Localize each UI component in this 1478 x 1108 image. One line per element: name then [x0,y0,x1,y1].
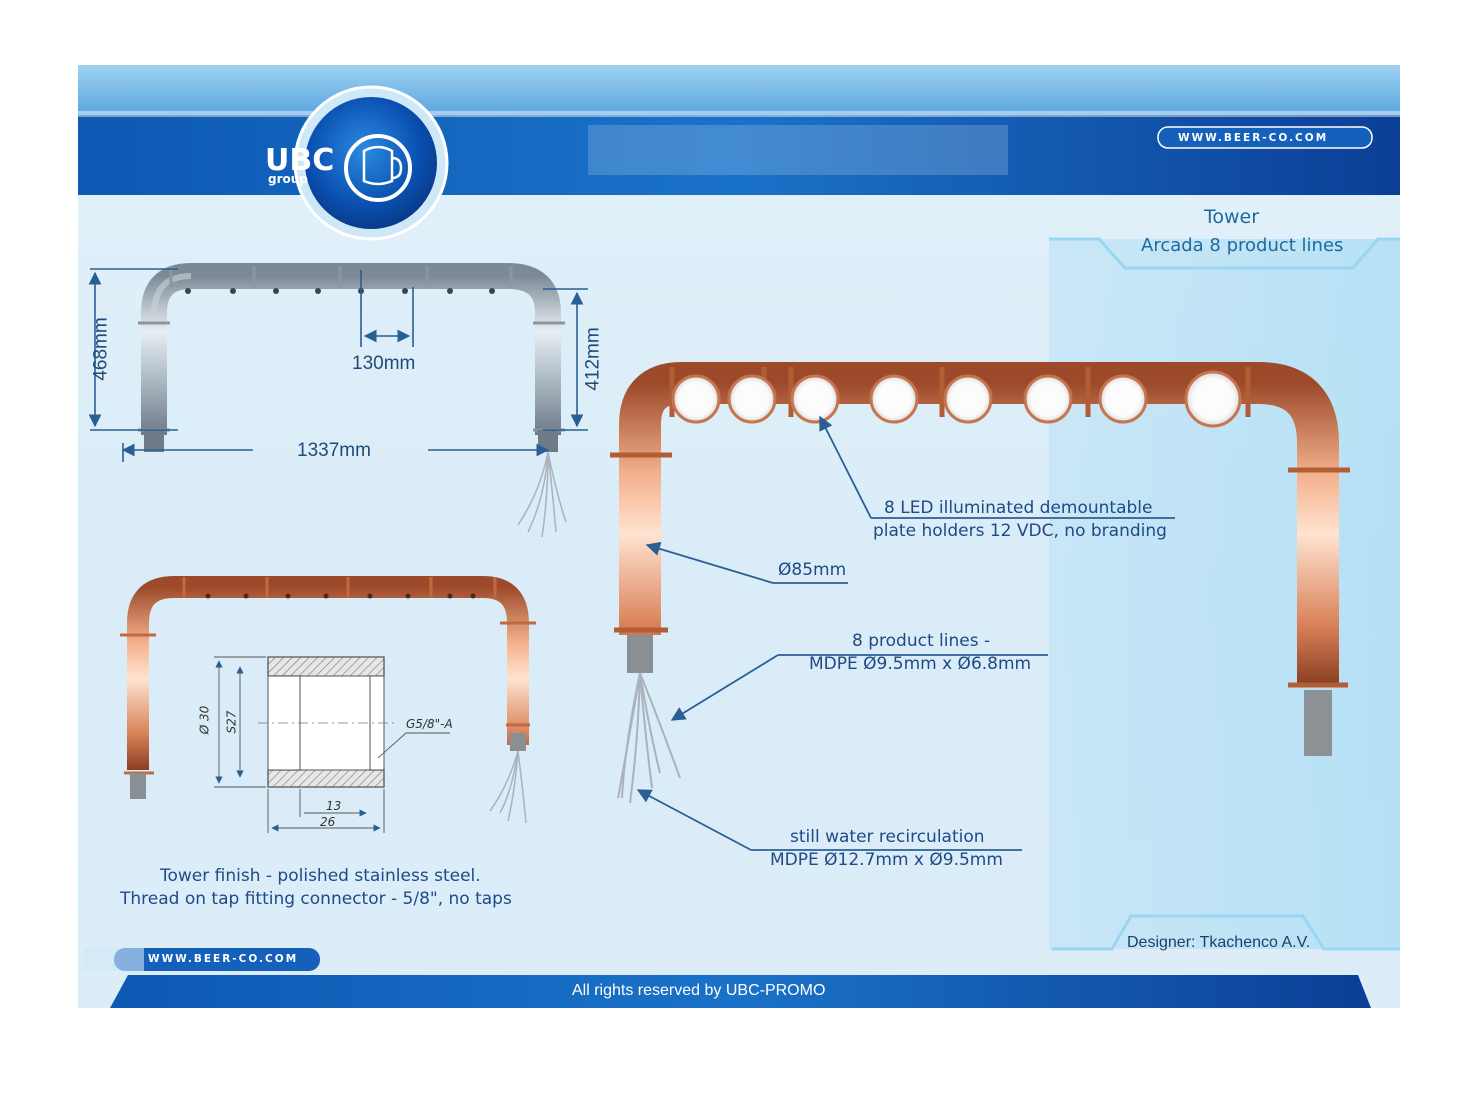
footer-url-pill [114,948,320,971]
artwork-layer [78,65,1400,1008]
footer-rights: All rights reserved by UBC-PROMO [572,982,826,999]
footer-url[interactable]: WWW.BEER-CO.COM [148,953,299,965]
product-lines-annotation-line2: MDPE Ø9.5mm x Ø6.8mm [809,654,1032,674]
diameter-annotation: Ø85mm [778,560,847,580]
small-copper-tower [120,576,536,824]
recirculation-annotation-line2: MDPE Ø12.7mm x Ø9.5mm [770,850,1003,870]
connector-section-drawing [214,656,450,833]
connector-inner-size: S27 [224,710,239,734]
designer-credit: Designer: Tkachenco A.V. [1127,934,1311,951]
info-panel-background [1049,239,1400,949]
designer-frame [1052,914,1400,951]
beer-mug-icon [362,145,394,186]
dimension-width: 1337mm [297,440,371,461]
header-url[interactable]: WWW.BEER-CO.COM [1178,132,1329,144]
footer-band [110,975,1371,1008]
led-annotation-line1: 8 LED illuminated demountable [884,498,1153,518]
recirculation-annotation-line1: still water recirculation [790,827,985,847]
dimension-height-right: 412mm [582,327,604,391]
header-top-band [78,65,1400,115]
connector-outer-diameter: Ø 30 [197,705,212,735]
product-sheet: UBC group WWW.BEER-CO.COM Tower Arcada 8… [78,65,1400,1008]
page-subtitle: Arcada 8 product lines [1141,235,1344,256]
led-annotation-line2: plate holders 12 VDC, no branding [873,521,1167,541]
connector-length-total: 26 [320,815,336,829]
logo-text: UBC [265,143,335,178]
logo-disc [305,97,437,229]
annotation-leaders [636,415,1175,851]
dimension-tap-spacing: 130mm [352,353,416,374]
title-frame [1049,237,1400,270]
connector-thread: G5/8"-A [406,717,453,731]
finish-note-line1: Tower finish - polished stainless steel. [160,866,481,886]
product-lines-annotation-line1: 8 product lines - [852,631,991,651]
connector-length-inner: 13 [326,799,342,813]
header-url-pill [1157,126,1373,149]
dimension-lines [88,268,588,462]
dimension-height-left: 468mm [90,317,112,381]
large-copper-tower [610,362,1350,804]
page-title: Tower [1204,206,1260,228]
logo-subtext: group [268,172,308,186]
finish-note-line2: Thread on tap fitting connector - 5/8", … [120,889,512,909]
